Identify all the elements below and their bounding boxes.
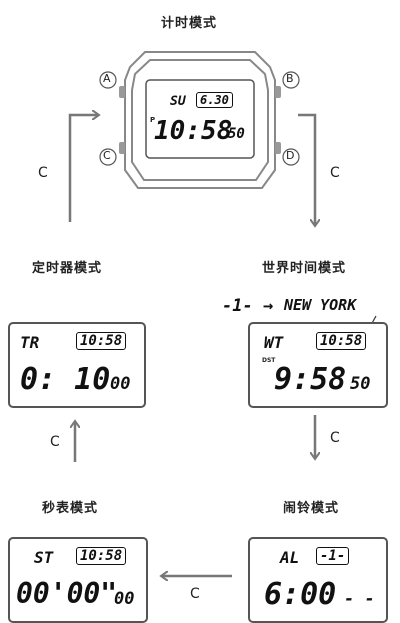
watch-screen	[145, 79, 255, 159]
world-clock: 10:58	[316, 332, 367, 350]
world-time-screen: WT 10:58 DST 9:58 50	[248, 322, 388, 408]
button-a-label: A	[103, 72, 111, 85]
button-d-label: D	[286, 149, 295, 162]
world-city-name: NEW YORK	[284, 296, 357, 314]
button-b-label: B	[286, 72, 294, 85]
timer-main: 0: 10	[20, 362, 111, 397]
timer-code: TR	[20, 333, 40, 352]
arrow-to-world	[298, 113, 315, 225]
timer-clock: 10:58	[76, 332, 127, 350]
watch-case-outline	[124, 51, 276, 189]
arrow-c-label-right: C	[330, 165, 340, 181]
side-buttons	[119, 86, 281, 154]
watch-day: SU	[170, 94, 186, 109]
arrow-c-label-left: C	[38, 165, 48, 181]
timer-mode-title: 定时器模式	[32, 261, 103, 276]
world-sub: 50	[350, 374, 371, 394]
world-main: 9:58	[274, 362, 347, 397]
stopwatch-screen: ST 10:58 00'00" 00	[8, 537, 148, 623]
arrow-c-label-world: C	[330, 430, 340, 446]
alarm-number: -1-	[316, 547, 350, 565]
timekeeping-mode-title: 计时模式	[161, 16, 218, 31]
stopwatch-code: ST	[34, 548, 54, 567]
world-time-mode-title: 世界时间模式	[262, 261, 347, 276]
arrow-to-a	[68, 115, 98, 222]
watch-pm-indicator: P	[150, 116, 156, 124]
button-c-label: C	[103, 149, 111, 162]
arrow-c-label-alarm: C	[190, 586, 200, 602]
world-dst-indicator: DST	[262, 357, 276, 364]
alarm-screen: AL -1- 6:00 - -	[248, 537, 388, 623]
timer-sub: 00	[110, 374, 131, 394]
alarm-mode-title: 闹铃模式	[283, 501, 340, 516]
stopwatch-sub: 00	[114, 589, 135, 609]
watch-time: 10:58	[154, 116, 233, 146]
watch-seconds: 50	[228, 126, 245, 142]
alarm-main: 6:00	[264, 577, 337, 612]
timer-screen: TR 10:58 0: 10 00	[8, 322, 146, 408]
world-city-prefix: -1- →	[222, 296, 274, 316]
watch-date: 6.30	[196, 92, 233, 108]
stopwatch-clock: 10:58	[76, 547, 127, 565]
arrow-c-label-stopwatch: C	[50, 434, 60, 450]
world-code: WT	[264, 333, 284, 352]
alarm-sub: - -	[344, 589, 375, 609]
alarm-code: AL	[280, 548, 300, 567]
stopwatch-mode-title: 秒表模式	[42, 501, 99, 516]
stopwatch-main: 00'00"	[16, 577, 118, 610]
